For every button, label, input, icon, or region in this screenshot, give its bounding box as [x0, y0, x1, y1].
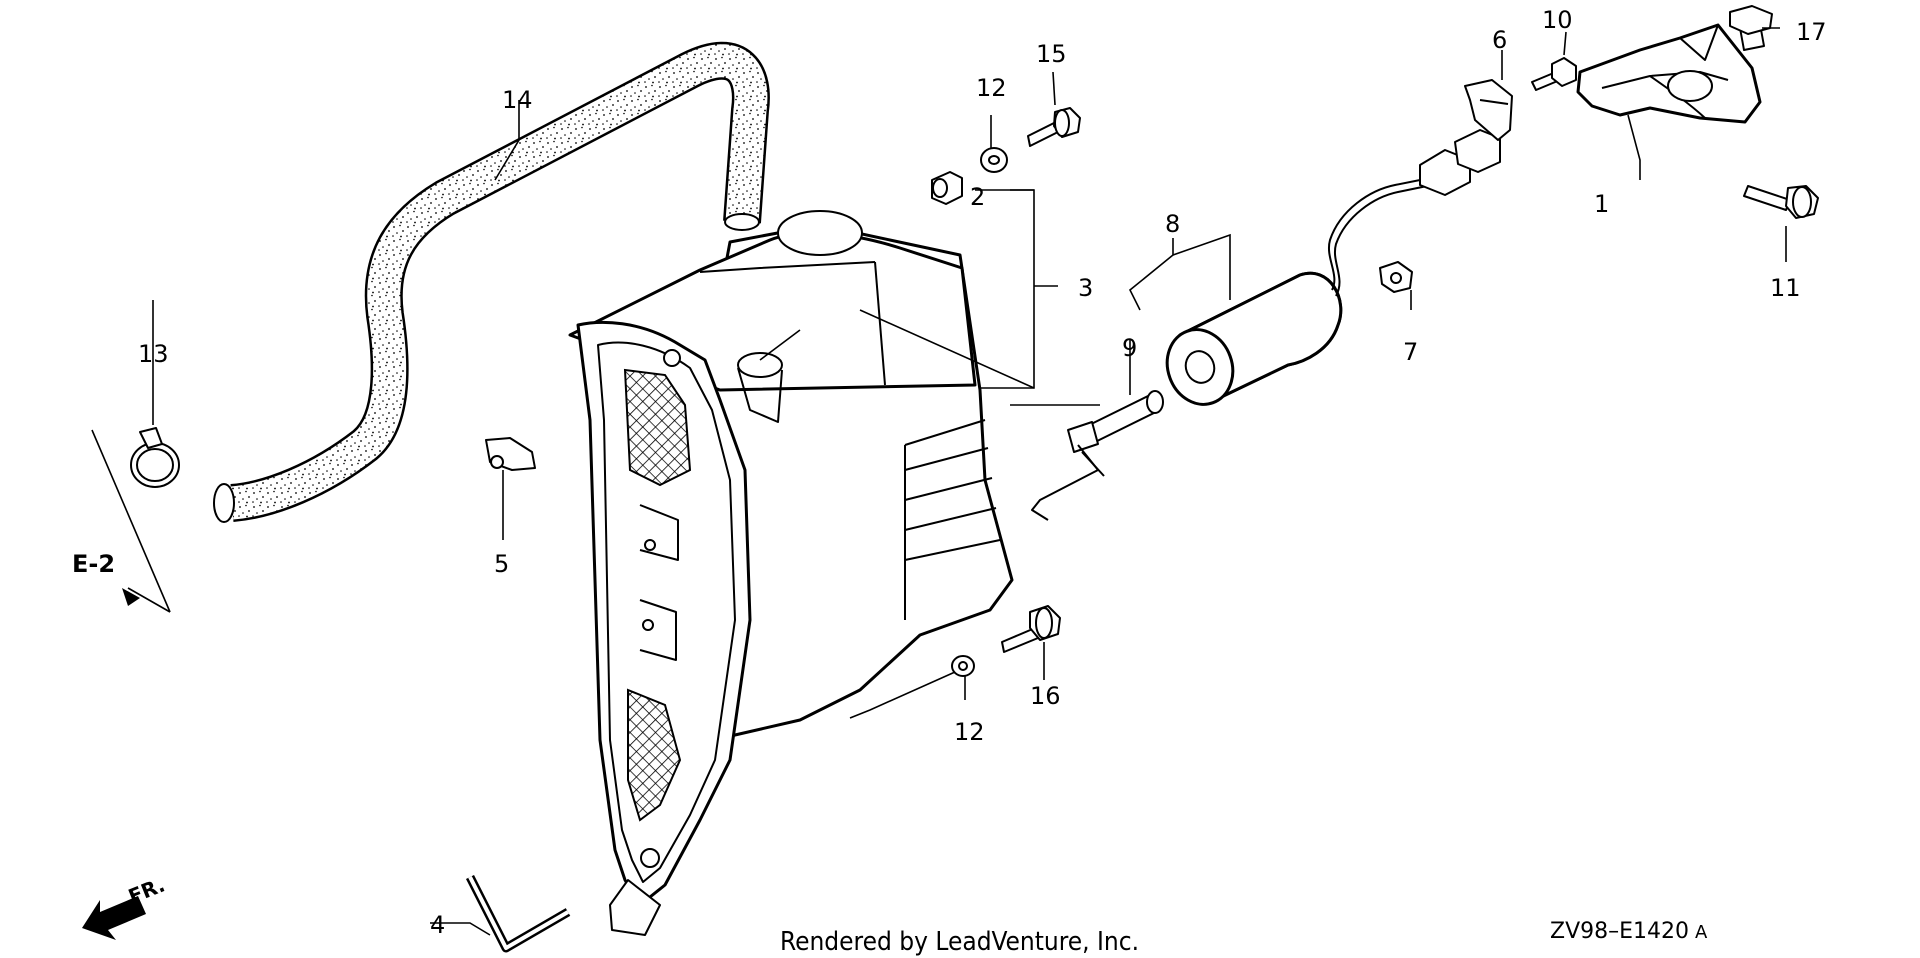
fuel-pump-part-9: [1031, 390, 1164, 521]
part-number-labels: 1 2 3 4 5 6 7 8 9 10 11 12 12 13 14 15 1…: [138, 6, 1827, 939]
label-part-11: 11: [1770, 274, 1801, 302]
label-part-7: 7: [1403, 338, 1418, 366]
section-reference-label: E-2: [72, 550, 115, 578]
wire-clip-part-4: [465, 874, 571, 953]
label-part-6: 6: [1492, 26, 1507, 54]
label-part-15: 15: [1036, 40, 1067, 68]
grommet-part-2: [931, 171, 963, 205]
label-part-14: 14: [502, 86, 533, 114]
breather-tube-part-14: [213, 41, 770, 523]
diagram-code-suffix: A: [1695, 922, 1708, 943]
bolt-part-11: [1743, 185, 1819, 219]
leader-lines: [152, 27, 1787, 936]
bracket-part-6: [1464, 79, 1513, 141]
section-reference-arrow-icon: [91, 429, 171, 613]
clip-part-7: [1379, 261, 1413, 293]
label-part-9: 9: [1122, 334, 1137, 362]
label-part-10: 10: [1542, 6, 1573, 34]
label-part-3: 3: [1078, 274, 1093, 302]
label-part-16: 16: [1030, 682, 1061, 710]
label-part-12-lower: 12: [954, 718, 985, 746]
washer-part-12-upper: [980, 147, 1008, 173]
front-direction-arrow-icon: [82, 896, 146, 940]
clip-nut-part-5: [485, 437, 536, 471]
bolt-part-10: [1531, 57, 1577, 91]
case-part-3: [568, 210, 1014, 936]
label-part-17: 17: [1796, 18, 1827, 46]
label-part-12-upper: 12: [976, 74, 1007, 102]
front-marker-label: FR.: [125, 873, 168, 909]
fuel-filter-part-8: [1165, 129, 1501, 406]
diagram-code: ZV98–E1420 A: [1550, 919, 1708, 944]
rendered-by-credit: Rendered by LeadVenture, Inc.: [780, 927, 1139, 957]
label-part-4: 4: [430, 911, 445, 939]
bolt-part-15: [1027, 107, 1081, 147]
label-part-13: 13: [138, 340, 169, 368]
label-part-5: 5: [494, 550, 509, 578]
cover-part-1: [1576, 23, 1762, 124]
diagram-code-main: ZV98–E1420: [1550, 919, 1689, 944]
bolt-part-16: [1001, 605, 1061, 653]
label-part-8: 8: [1165, 210, 1180, 238]
washer-part-12-lower: [951, 655, 975, 677]
label-part-2: 2: [970, 183, 985, 211]
label-part-1: 1: [1594, 190, 1609, 218]
hose-clamp-part-13: [130, 427, 180, 488]
